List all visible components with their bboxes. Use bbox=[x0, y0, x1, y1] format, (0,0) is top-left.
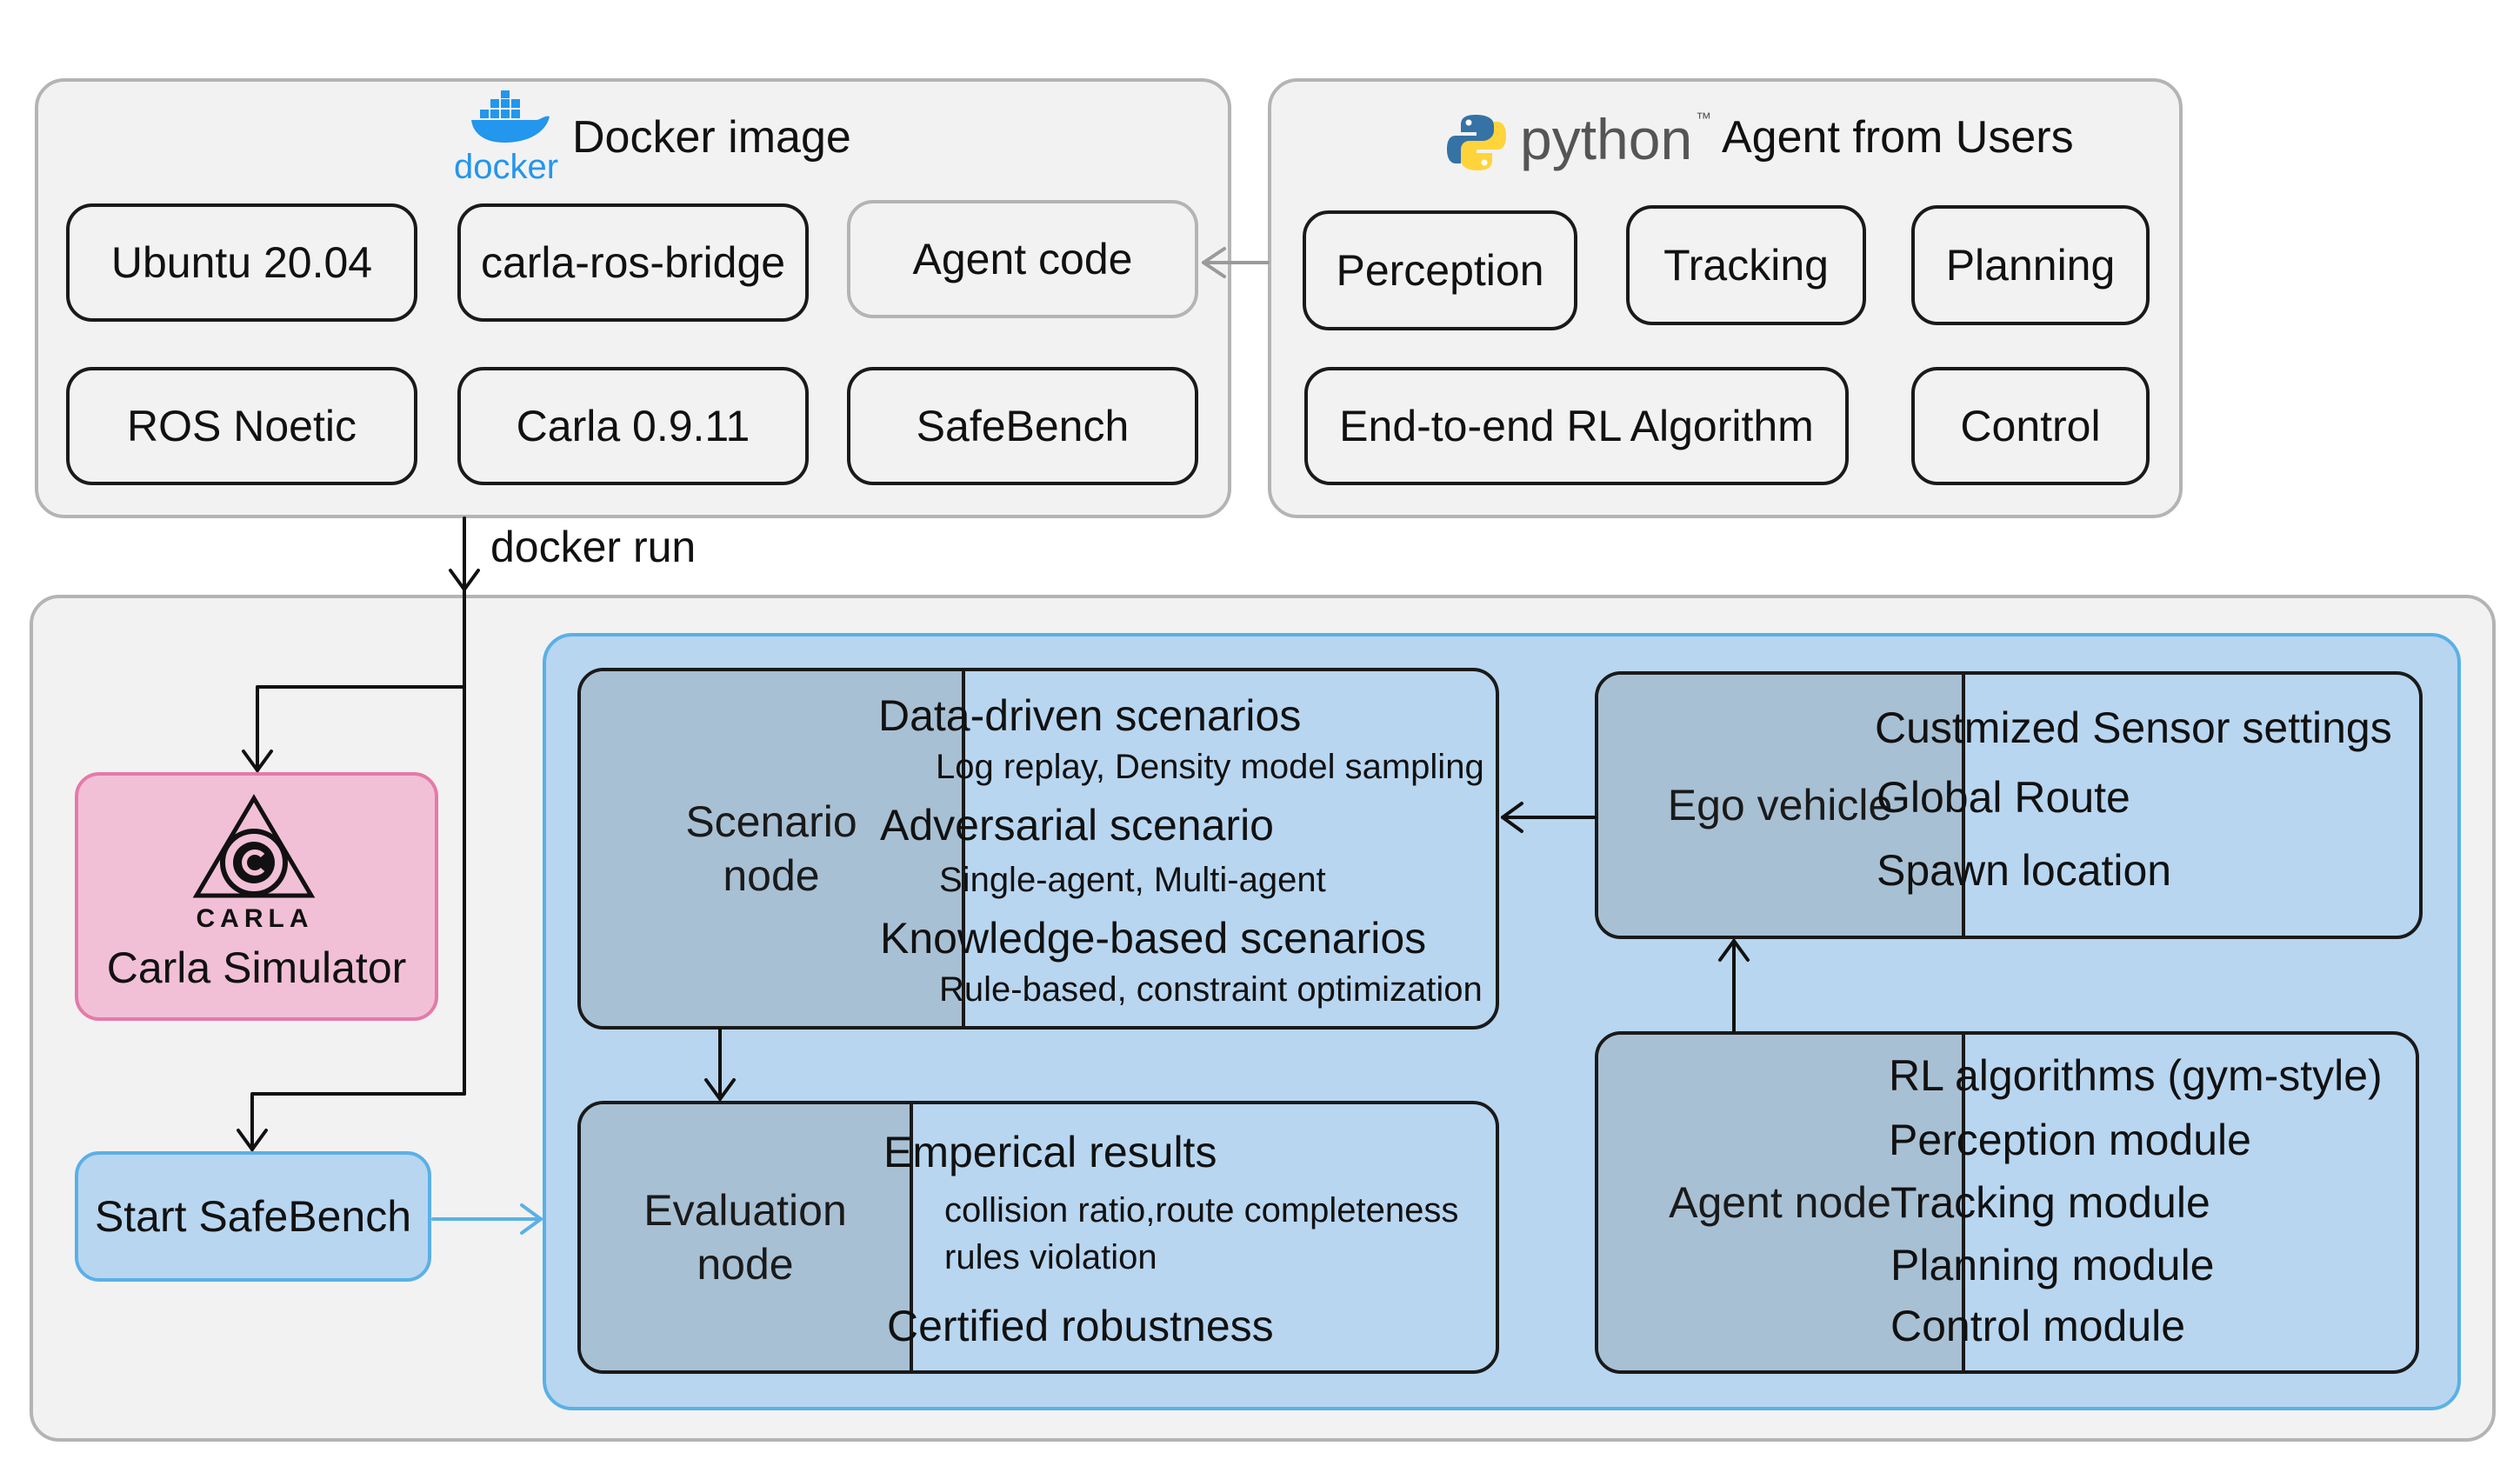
carla-ros-bridge-box: carla-ros-bridge bbox=[457, 203, 809, 322]
evaluation-node-title: Evaluation node bbox=[581, 1104, 913, 1370]
scenario-node: Scenario node bbox=[577, 668, 1499, 1030]
docker-whale-icon bbox=[471, 90, 550, 143]
scenario-item-adversarial-detail: Single-agent, Multi-agent bbox=[939, 861, 1326, 899]
agent-item-rl: RL algorithms (gym-style) bbox=[1889, 1051, 2383, 1100]
control-box: Control bbox=[1911, 367, 2150, 485]
evaluation-item-empirical: Emperical results bbox=[883, 1128, 1217, 1176]
to-carla-arrow bbox=[256, 685, 466, 772]
docker-panel-title: Docker image bbox=[572, 112, 851, 163]
ros-noetic-box: ROS Noetic bbox=[66, 367, 417, 485]
scenario-item-data-driven-detail: Log replay, Density model sampling bbox=[936, 748, 1484, 786]
agent-code-box: Agent code bbox=[847, 200, 1198, 318]
scenario-item-knowledge-detail: Rule-based, constraint optimization bbox=[939, 970, 1483, 1009]
to-start-arrow bbox=[250, 1092, 466, 1151]
python-logo-icon bbox=[1447, 115, 1506, 170]
python-trademark: ™ bbox=[1696, 110, 1711, 127]
scenario-item-adversarial: Adversarial scenario bbox=[880, 801, 1274, 850]
agent-node-title: Agent node bbox=[1598, 1035, 1965, 1370]
start-safebench-label: Start SafeBench bbox=[94, 1192, 412, 1241]
evaluation-item-empirical-detail-1: collision ratio,route completeness bbox=[944, 1191, 1459, 1229]
carla-logo-text: CARLA bbox=[196, 904, 314, 933]
planning-box: Planning bbox=[1911, 205, 2150, 325]
scenario-item-knowledge: Knowledge-based scenarios bbox=[880, 914, 1427, 963]
ego-vehicle-title: Ego vehicle bbox=[1598, 675, 1965, 936]
ego-item-spawn: Spawn location bbox=[1877, 846, 2172, 895]
tracking-box: Tracking bbox=[1626, 205, 1866, 325]
safebench-box: SafeBench bbox=[847, 367, 1198, 485]
evaluation-item-certified: Certified robustness bbox=[887, 1302, 1274, 1350]
scenario-item-data-driven: Data-driven scenarios bbox=[878, 691, 1302, 740]
docker-run-label: docker run bbox=[490, 523, 697, 571]
agent-item-planning: Planning module bbox=[1890, 1241, 2215, 1289]
ubuntu-box: Ubuntu 20.04 bbox=[66, 203, 417, 322]
start-safebench-box: Start SafeBench bbox=[75, 1151, 431, 1282]
docker-logo-text: docker bbox=[454, 148, 559, 186]
end-to-end-rl-box: End-to-end RL Algorithm bbox=[1304, 367, 1849, 485]
carla-simulator-label: Carla Simulator bbox=[106, 943, 407, 992]
agent-item-perception: Perception module bbox=[1889, 1116, 2251, 1164]
ego-item-sensor: Custmized Sensor settings bbox=[1875, 703, 2392, 752]
evaluation-node: Evaluation node bbox=[577, 1101, 1499, 1374]
python-logo-text: python bbox=[1520, 107, 1693, 171]
python-panel-title: Agent from Users bbox=[1722, 112, 2074, 163]
scenario-node-title: Scenario node bbox=[581, 671, 965, 1026]
ego-vehicle-node: Ego vehicle bbox=[1595, 671, 2423, 939]
carla-logo-icon bbox=[192, 794, 316, 898]
agent-item-tracking: Tracking module bbox=[1890, 1178, 2210, 1227]
agent-node: Agent node bbox=[1595, 1031, 2419, 1374]
ego-item-route: Global Route bbox=[1877, 773, 2130, 822]
evaluation-item-empirical-detail-2: rules violation bbox=[944, 1238, 1157, 1276]
carla-version-box: Carla 0.9.11 bbox=[457, 367, 809, 485]
agent-item-control: Control module bbox=[1890, 1302, 2186, 1350]
perception-box: Perception bbox=[1303, 210, 1577, 330]
